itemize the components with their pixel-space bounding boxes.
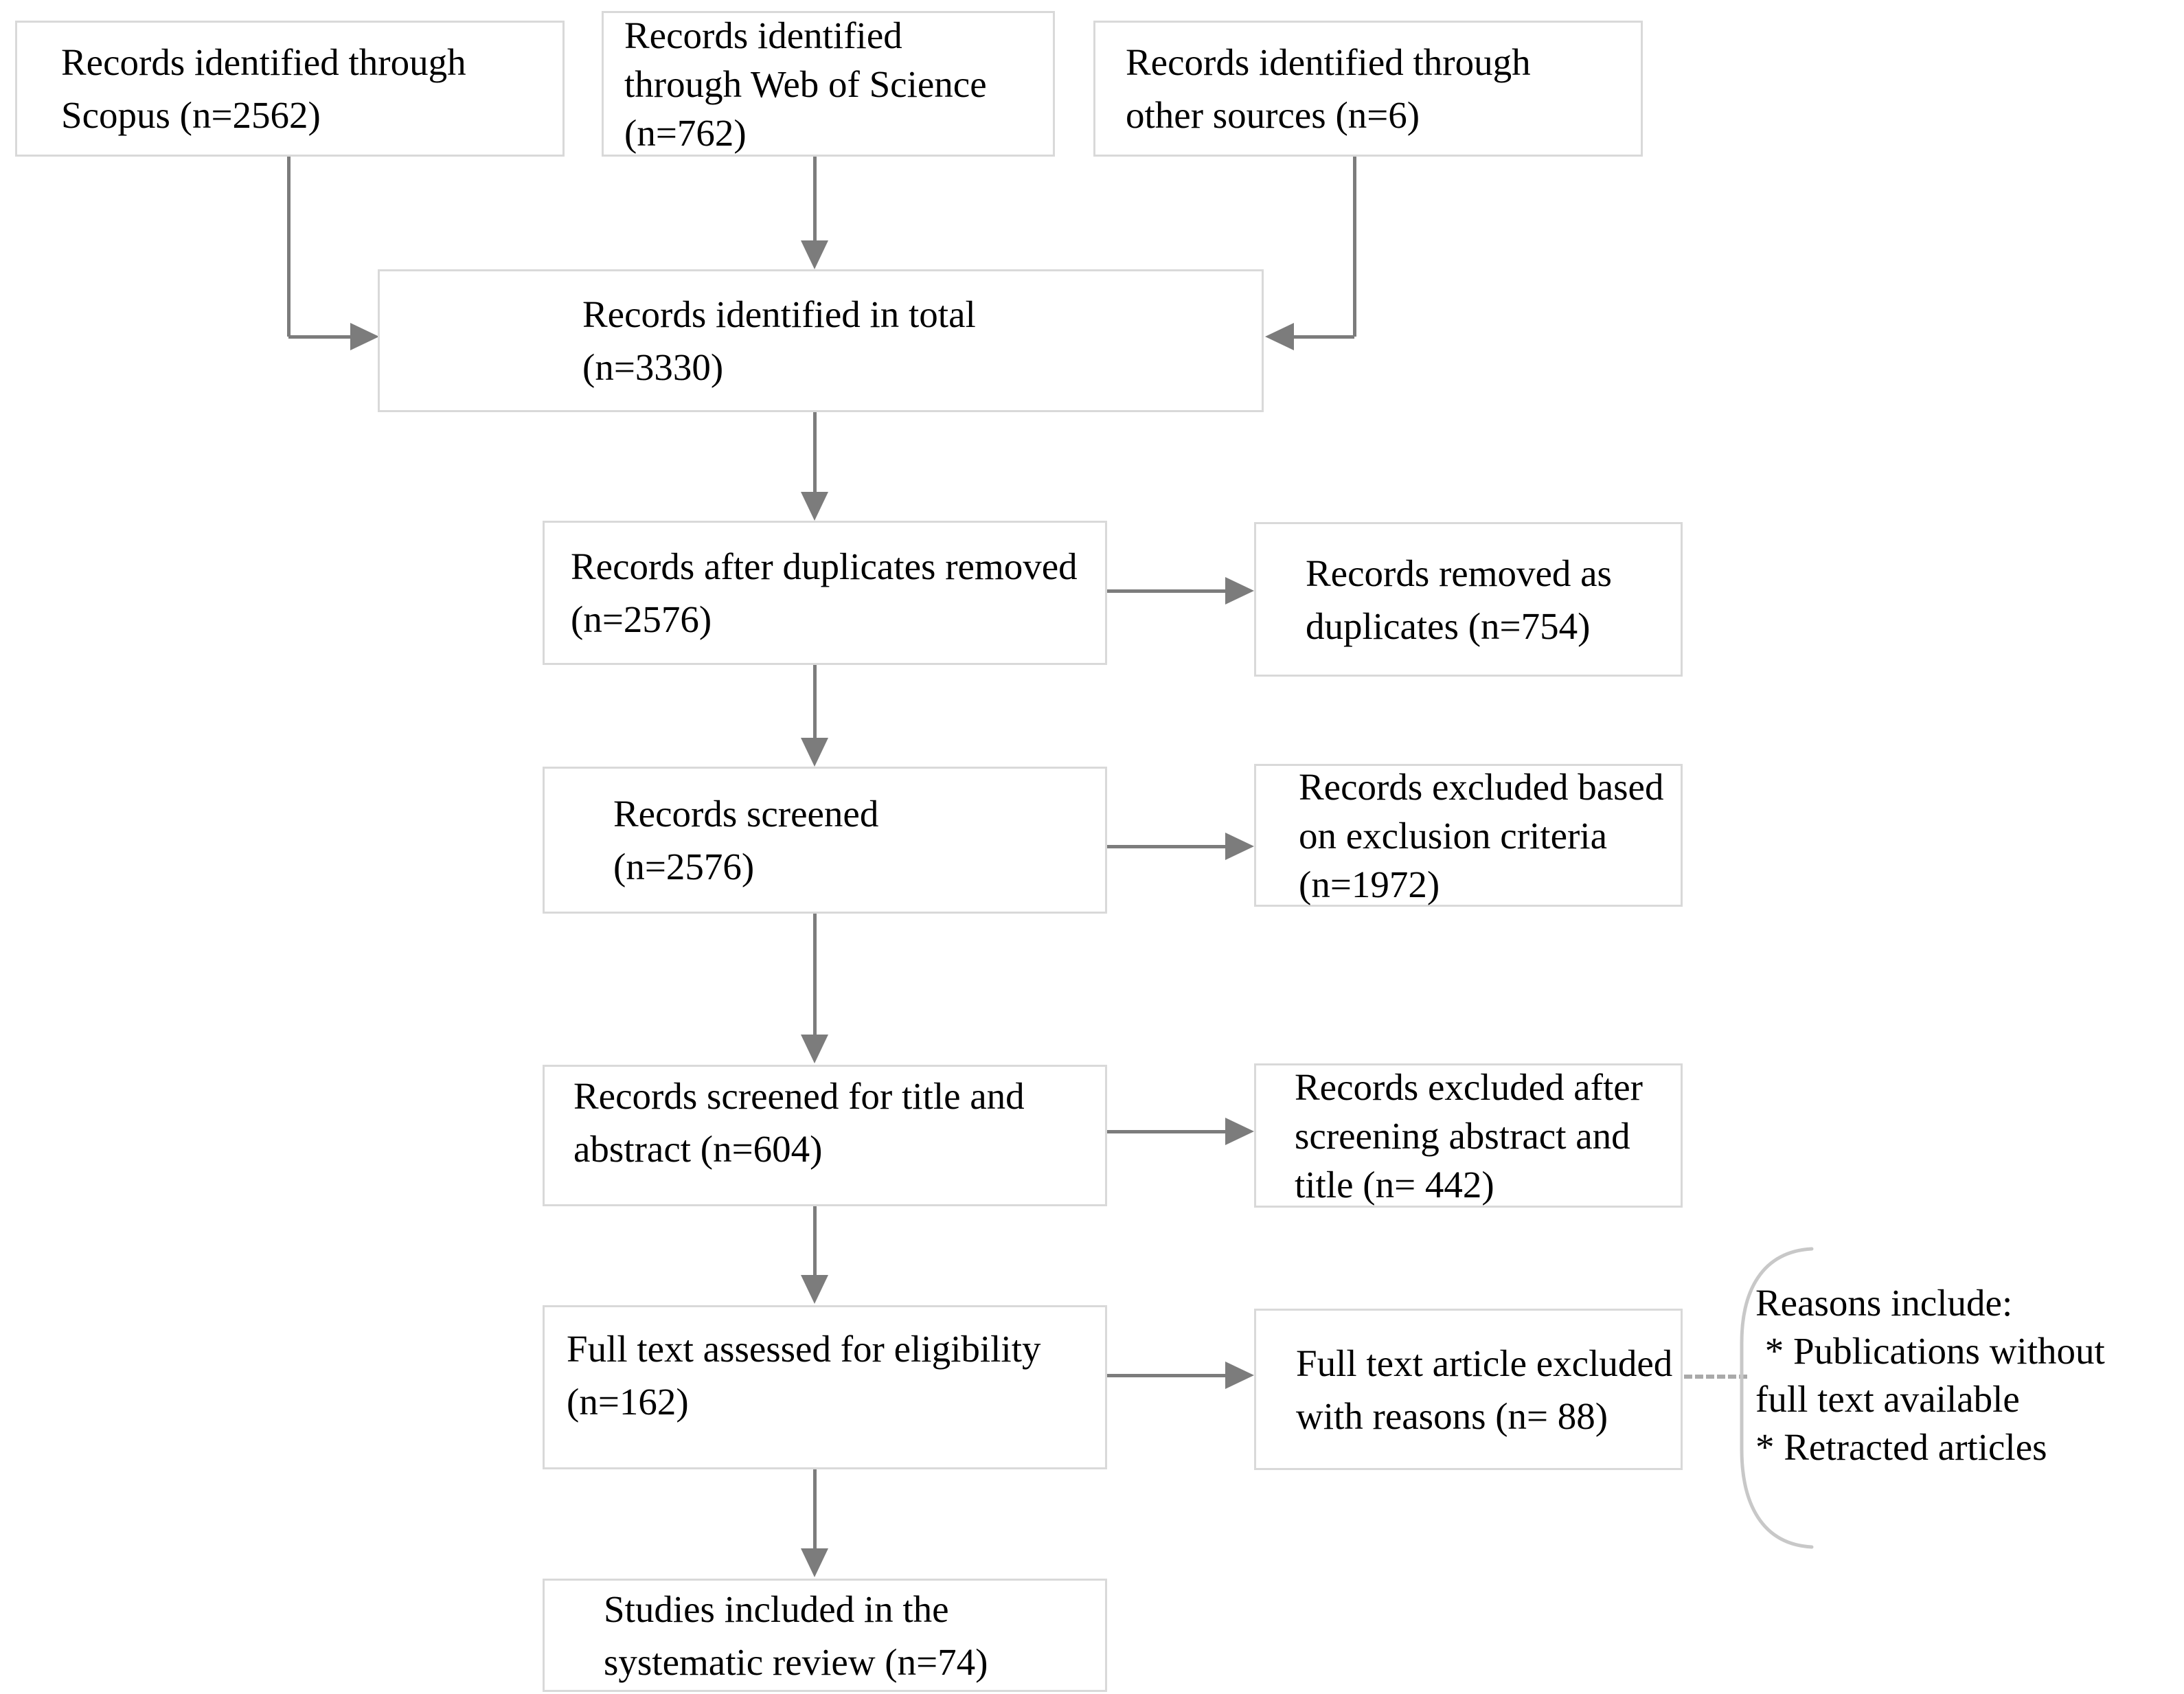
box-records-total-line: (n=3330) — [582, 346, 724, 388]
box-scopus-line: Records identified through — [61, 41, 466, 83]
connector-dedup-to-screened — [813, 665, 817, 739]
box-other-sources-line: other sources (n=6) — [1126, 94, 1420, 136]
box-after-duplicates-line: (n=2576) — [571, 598, 712, 640]
arrowhead-other-to-total — [1265, 323, 1294, 350]
box-excluded-screening-line: Records excluded after — [1295, 1065, 1643, 1108]
arrowhead-titleabs-to-fulltext — [801, 1275, 828, 1304]
box-excluded-after-screening: Records excluded after screening abstrac… — [1254, 1063, 1683, 1208]
box-full-text-excluded: Full text article excluded with reasons … — [1254, 1309, 1683, 1470]
box-scopus: Records identified through Scopus (n=256… — [15, 21, 565, 157]
connector-screened-to-excluded — [1107, 845, 1228, 848]
arrowhead-scopus-to-total — [350, 323, 379, 350]
box-other-sources: Records identified through other sources… — [1093, 21, 1643, 157]
box-removed-duplicates-line: duplicates (n=754) — [1306, 605, 1591, 647]
box-removed-duplicates-line: Records removed as — [1306, 552, 1612, 594]
connector-titleabs-to-fulltext — [813, 1206, 817, 1276]
box-web-of-science-line: (n=762) — [624, 111, 747, 154]
connector-total-to-dedup — [813, 412, 817, 493]
arrowhead-wos-to-total — [801, 240, 828, 269]
box-included-line: Studies included in the — [604, 1588, 949, 1630]
box-title-abstract-line: Records screened for title and — [573, 1075, 1025, 1117]
box-excluded-exclusion-criteria: Records excluded based on exclusion crit… — [1254, 764, 1683, 907]
connector-scopus-horizontal — [288, 335, 354, 339]
connector-other-vertical — [1353, 157, 1356, 337]
connector-dedup-to-removed — [1107, 589, 1228, 593]
box-screened-line: Records screened — [613, 793, 879, 835]
connector-fulltext-to-excluded — [1107, 1374, 1228, 1377]
callout-reason-line: * Retracted articles — [1755, 1426, 2047, 1468]
callout-bracket — [1740, 1247, 1814, 1549]
box-screened-line: (n=2576) — [613, 846, 755, 888]
arrowhead-screened-to-titleabs — [801, 1035, 828, 1063]
connector-titleabs-to-excluded — [1107, 1130, 1228, 1133]
box-excluded-screening-line: title (n= 442) — [1295, 1163, 1494, 1206]
connector-scopus-vertical — [287, 157, 291, 337]
connector-other-horizontal — [1290, 335, 1354, 339]
connector-wos-vertical — [813, 157, 817, 243]
box-excluded-criteria-line: on exclusion criteria — [1299, 814, 1607, 857]
box-other-sources-line: Records identified through — [1126, 41, 1531, 83]
box-full-text-line: (n=162) — [567, 1380, 689, 1423]
arrowhead-screened-to-excluded — [1225, 833, 1254, 860]
box-excluded-screening-line: screening abstract and — [1295, 1114, 1630, 1157]
box-full-text-excluded-line: Full text article excluded — [1296, 1342, 1673, 1384]
box-after-duplicates-removed: Records after duplicates removed (n=2576… — [543, 521, 1107, 665]
box-full-text-assessed: Full text assessed for eligibility (n=16… — [543, 1305, 1107, 1469]
callout-reason-line: Reasons include: — [1755, 1282, 2013, 1324]
box-removed-as-duplicates: Records removed as duplicates (n=754) — [1254, 522, 1683, 677]
callout-reason-line: full text available — [1755, 1378, 2020, 1420]
callout-exclusion-reasons: Reasons include: * Publications without … — [1755, 1279, 2181, 1471]
connector-screened-to-titleabs — [813, 914, 817, 1036]
box-web-of-science-line: Records identified — [624, 14, 902, 56]
callout-reason-line: * Publications without — [1755, 1330, 2105, 1372]
box-records-total-line: Records identified in total — [582, 293, 976, 335]
box-full-text-excluded-line: with reasons (n= 88) — [1296, 1394, 1608, 1437]
arrowhead-dedup-to-screened — [801, 738, 828, 767]
box-records-screened: Records screened (n=2576) — [543, 767, 1107, 914]
box-records-total: Records identified in total (n=3330) — [378, 269, 1264, 412]
box-web-of-science: Records identified through Web of Scienc… — [602, 11, 1055, 157]
box-screened-title-abstract: Records screened for title and abstract … — [543, 1065, 1107, 1206]
box-full-text-line: Full text assessed for eligibility — [567, 1327, 1041, 1370]
box-web-of-science-line: through Web of Science — [624, 63, 987, 105]
arrowhead-fulltext-to-excluded — [1225, 1362, 1254, 1389]
box-excluded-criteria-line: Records excluded based — [1299, 765, 1664, 808]
arrowhead-titleabs-to-excluded — [1225, 1118, 1254, 1145]
connector-fulltext-to-included — [813, 1469, 817, 1551]
box-included-line: systematic review (n=74) — [604, 1640, 988, 1683]
arrowhead-total-to-dedup — [801, 492, 828, 521]
arrowhead-dedup-to-removed — [1225, 577, 1254, 605]
box-scopus-line: Scopus (n=2562) — [61, 94, 321, 136]
box-excluded-criteria-line: (n=1972) — [1299, 863, 1440, 905]
arrowhead-fulltext-to-included — [801, 1548, 828, 1577]
connector-excluded-to-reasons-dashed — [1684, 1375, 1747, 1379]
box-studies-included: Studies included in the systematic revie… — [543, 1579, 1107, 1692]
box-title-abstract-line: abstract (n=604) — [573, 1128, 823, 1170]
box-after-duplicates-line: Records after duplicates removed — [571, 545, 1078, 587]
